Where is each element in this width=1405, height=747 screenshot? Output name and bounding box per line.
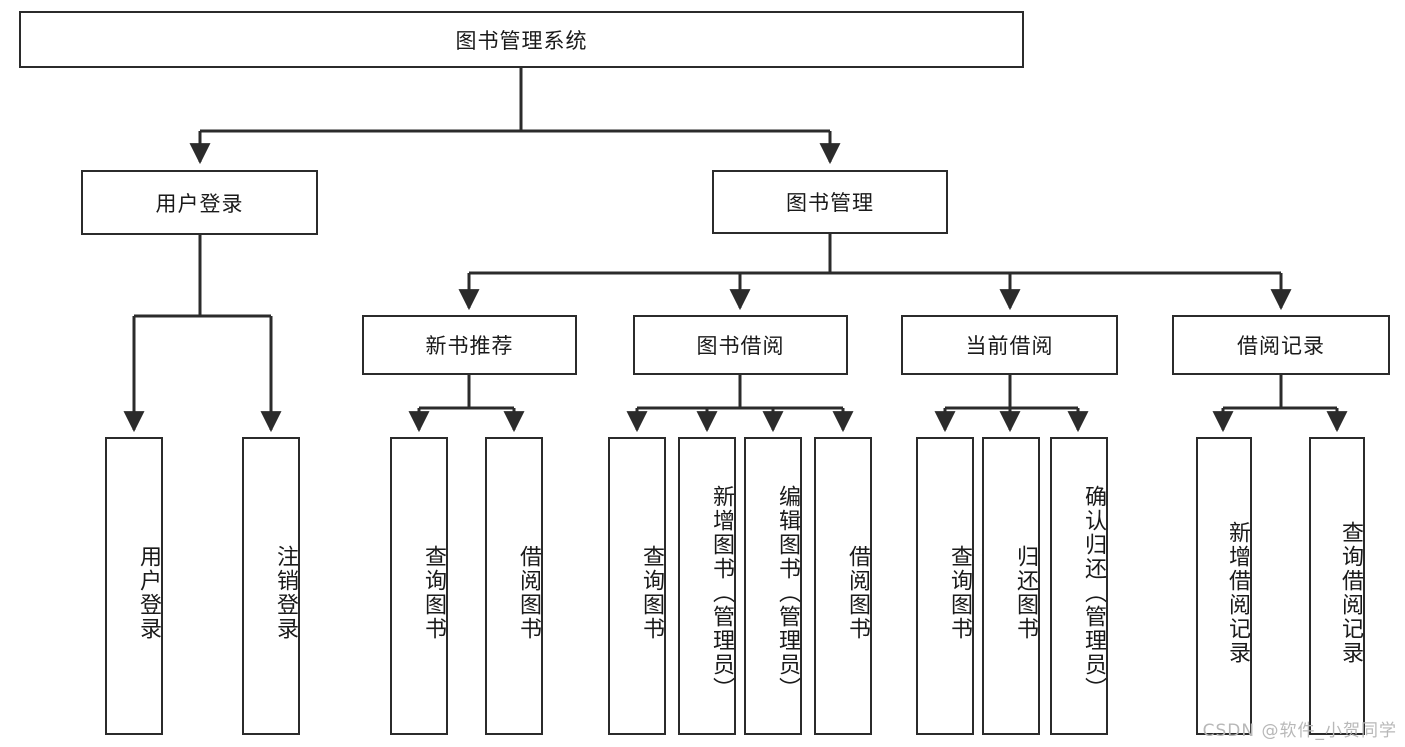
node-current-borrow[interactable]: 当前借阅 <box>901 315 1118 375</box>
leaf-current-return-book[interactable]: 归还图书 <box>982 437 1040 735</box>
node-root-label: 图书管理系统 <box>455 28 588 53</box>
node-borrow-record[interactable]: 借阅记录 <box>1172 315 1390 375</box>
node-root[interactable]: 图书管理系统 <box>19 11 1024 68</box>
leaf-label: 新增借阅记录 <box>1225 521 1250 665</box>
node-user-login-label: 用户登录 <box>155 191 244 216</box>
leaf-label: 编辑图书（管理员） <box>775 485 800 701</box>
leaf-new-book-borrow[interactable]: 借阅图书 <box>485 437 543 735</box>
leaf-label: 归还图书 <box>1013 545 1038 641</box>
leaf-label: 查询图书 <box>639 545 664 641</box>
node-new-book-recommend-label: 新书推荐 <box>425 334 514 358</box>
leaf-new-book-query[interactable]: 查询图书 <box>390 437 448 735</box>
node-book-management[interactable]: 图书管理 <box>712 170 948 234</box>
leaf-borrow-edit-book[interactable]: 编辑图书（管理员） <box>744 437 802 735</box>
leaf-label: 借阅图书 <box>516 545 541 641</box>
leaf-label: 查询图书 <box>947 545 972 641</box>
leaf-label: 借阅图书 <box>845 545 870 641</box>
leaf-current-query-book[interactable]: 查询图书 <box>916 437 974 735</box>
node-user-login[interactable]: 用户登录 <box>81 170 318 235</box>
leaf-label: 新增图书（管理员） <box>709 485 734 701</box>
watermark: CSDN @软件_小贺同学 <box>1202 721 1397 741</box>
leaf-record-query[interactable]: 查询借阅记录 <box>1309 437 1365 735</box>
node-borrow-record-label: 借阅记录 <box>1237 334 1325 358</box>
leaf-record-add[interactable]: 新增借阅记录 <box>1196 437 1252 735</box>
node-book-borrow-label: 图书借阅 <box>696 334 785 358</box>
leaf-borrow-add-book[interactable]: 新增图书（管理员） <box>678 437 736 735</box>
leaf-user-login-logout[interactable]: 注销登录 <box>242 437 300 735</box>
leaf-user-login-login[interactable]: 用户登录 <box>105 437 163 735</box>
node-book-borrow[interactable]: 图书借阅 <box>633 315 848 375</box>
leaf-borrow-borrow-book[interactable]: 借阅图书 <box>814 437 872 735</box>
node-book-management-label: 图书管理 <box>786 191 874 215</box>
leaf-label: 注销登录 <box>273 545 298 641</box>
node-current-borrow-label: 当前借阅 <box>965 334 1054 358</box>
leaf-label: 查询图书 <box>421 545 446 641</box>
leaf-label: 用户登录 <box>136 545 161 641</box>
leaf-borrow-query-book[interactable]: 查询图书 <box>608 437 666 735</box>
node-new-book-recommend[interactable]: 新书推荐 <box>362 315 577 375</box>
leaf-label: 查询借阅记录 <box>1338 521 1363 665</box>
leaf-label: 确认归还（管理员） <box>1081 485 1106 701</box>
leaf-current-confirm-return[interactable]: 确认归还（管理员） <box>1050 437 1108 735</box>
